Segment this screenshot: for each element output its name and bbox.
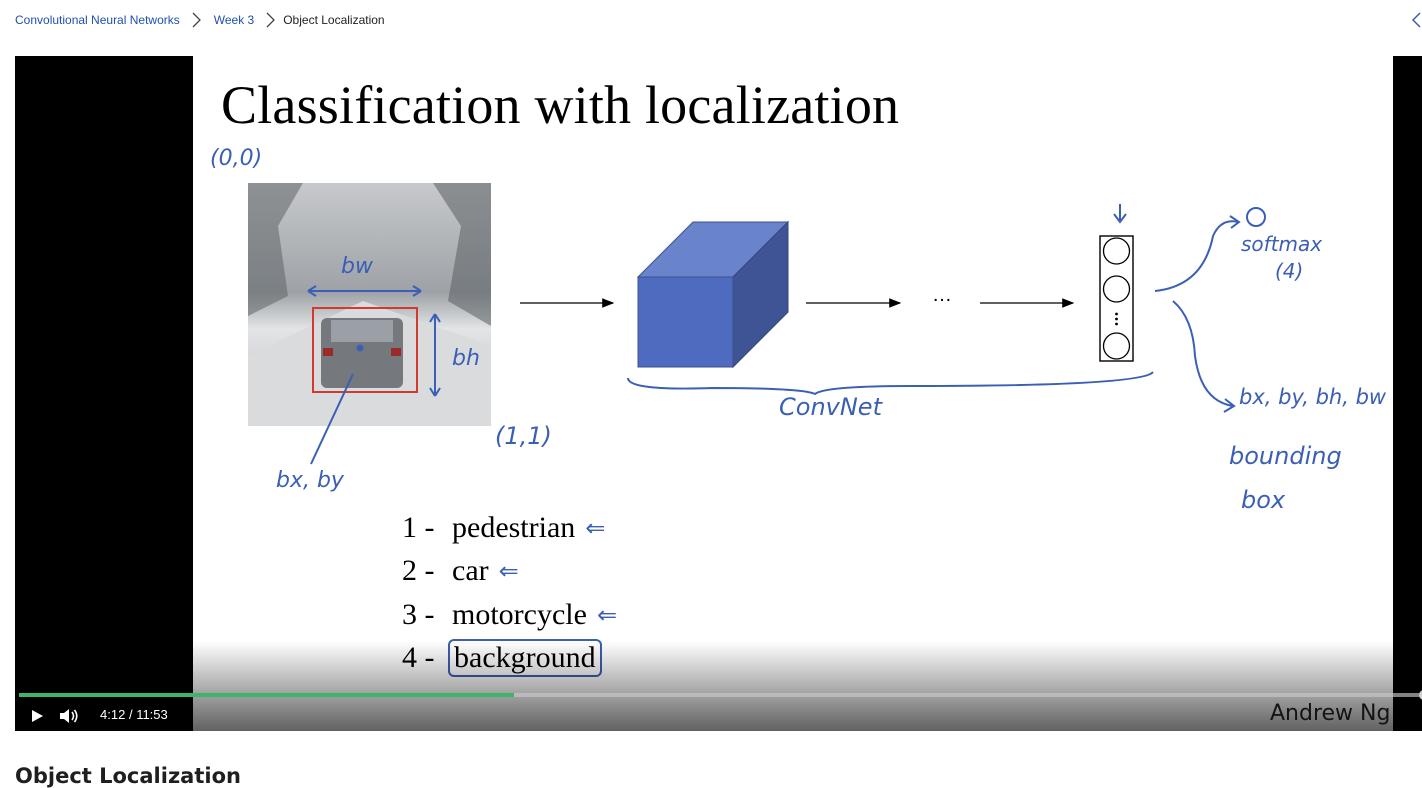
duration: 11:53	[136, 707, 168, 722]
class-item: 3 - motorcycle ⇐	[402, 597, 618, 631]
chevron-left-icon[interactable]	[1410, 10, 1422, 30]
origin-annotation: (0,0)	[210, 146, 263, 171]
breadcrumb-current: Object Localization	[283, 13, 385, 27]
breadcrumb-week-link[interactable]: Week 3	[213, 13, 255, 27]
chevron-right-icon	[263, 11, 279, 29]
progress-bar[interactable]	[19, 690, 1422, 700]
time-separator: /	[128, 707, 133, 722]
progress-fill	[19, 693, 515, 697]
breadcrumb-course-link[interactable]: Convolutional Neural Networks	[15, 13, 180, 27]
class-item: 1 - pedestrian ⇐	[402, 510, 606, 544]
bbox-params-annotation: bx, by, bh, bw	[1239, 385, 1387, 409]
play-icon[interactable]	[25, 704, 49, 728]
arrow-left-icon: ⇐	[585, 513, 606, 542]
output-vector	[1099, 235, 1134, 362]
box-annotation: box	[1241, 486, 1286, 514]
softmax-count-annotation: (4)	[1275, 259, 1304, 283]
time-display: 4:12 / 11:53	[100, 707, 168, 722]
chevron-right-icon	[189, 11, 205, 29]
diagram-drawing	[248, 183, 1266, 465]
instructor-watermark: Andrew Ng	[1270, 701, 1391, 726]
softmax-annotation: softmax	[1241, 232, 1323, 256]
arrow-left-icon: ⇐	[498, 557, 519, 586]
arrow-left-icon: ⇐	[596, 600, 618, 629]
breadcrumb: Convolutional Neural Networks Week 3 Obj…	[15, 11, 385, 29]
lecture-slide: Classification with localization	[193, 56, 1393, 731]
ellipsis-label: …	[932, 284, 952, 306]
convnet-block	[636, 220, 790, 369]
bxby-annotation: bx, by	[276, 468, 344, 493]
bw-annotation: bw	[341, 254, 373, 279]
progress-handle[interactable]	[1419, 690, 1422, 700]
current-time: 4:12	[100, 707, 126, 722]
bounding-annotation: bounding	[1229, 442, 1342, 470]
convnet-annotation: ConvNet	[779, 393, 882, 421]
class-list: 1 - pedestrian ⇐ 2 - car ⇐ 3 - motorcycl…	[402, 506, 617, 680]
car-photo	[248, 183, 491, 426]
lesson-title: Object Localization	[15, 764, 241, 788]
volume-icon[interactable]	[57, 704, 81, 728]
corner-annotation: (1,1)	[495, 422, 552, 450]
slide-title: Classification with localization	[221, 75, 900, 135]
class-item: 2 - car ⇐	[402, 554, 519, 588]
video-player[interactable]: Classification with localization	[15, 56, 1422, 731]
class-item: 4 - background	[402, 637, 617, 681]
bh-annotation: bh	[452, 346, 480, 371]
player-controls: 4:12 / 11:53 Andrew Ng	[15, 701, 1422, 731]
